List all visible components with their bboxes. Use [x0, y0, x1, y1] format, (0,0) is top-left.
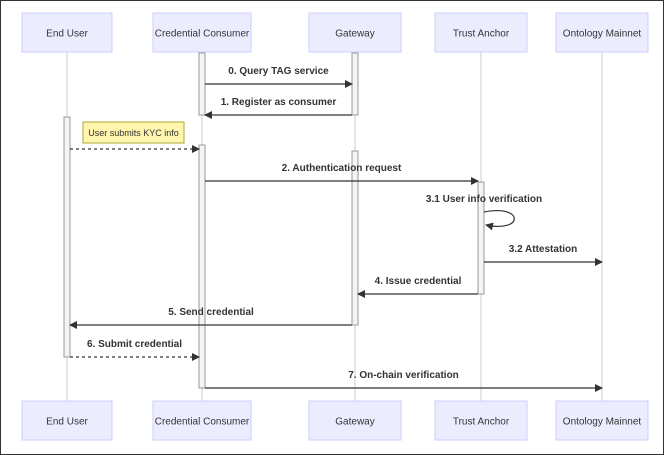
actors-top: End User Credential Consumer Gateway Trust … — [21, 12, 649, 53]
actor-box — [434, 12, 528, 53]
activation-bar-trust_anchor — [477, 181, 485, 295]
activation-bar-gateway — [351, 150, 359, 326]
actor-label: End User — [46, 29, 88, 40]
actor-trust_anchor-bottom: Trust Anchor — [434, 400, 528, 441]
actor-box — [152, 12, 252, 53]
message-label: 7. On-chain verification — [348, 370, 459, 381]
actor-label: Trust Anchor — [453, 417, 510, 428]
actor-end_user-top: End User — [21, 12, 113, 53]
activations — [63, 52, 485, 389]
message-label: 0. Query TAG service — [228, 66, 329, 77]
message-label: 5. Send credential — [168, 307, 254, 318]
actor-label: Credential Consumer — [155, 29, 250, 40]
activation-bar-consumer — [198, 144, 206, 389]
note-text: User submits KYC info — [88, 128, 179, 138]
message-7: 5. Send credential — [69, 307, 352, 329]
actor-box — [21, 12, 113, 53]
actor-box — [434, 400, 528, 441]
actor-mainnet-bottom: Ontology Mainnet — [555, 400, 649, 441]
actor-consumer-bottom: Credential Consumer — [152, 400, 252, 441]
message-label: 1. Register as consumer — [221, 97, 337, 108]
actor-label: Trust Anchor — [453, 29, 510, 40]
messages: 0. Query TAG service 1. Register as consu… — [69, 66, 603, 392]
actor-box — [308, 400, 402, 441]
message-8: 6. Submit credential — [70, 339, 200, 361]
message-4: 3.1 User info verification — [426, 194, 542, 231]
message-3: 2. Authentication request — [205, 163, 479, 185]
message-label: 4. Issue credential — [375, 276, 462, 287]
actor-consumer-top: Credential Consumer — [152, 12, 252, 53]
actor-trust_anchor-top: Trust Anchor — [434, 12, 528, 53]
message-label: 3.2 Attestation — [509, 244, 578, 255]
actor-box — [555, 12, 649, 53]
activation-bar-end_user — [63, 116, 71, 358]
actor-label: Gateway — [335, 417, 374, 428]
message-label: 6. Submit credential — [87, 339, 182, 350]
note-layer: User submits KYC info — [82, 121, 185, 144]
actor-box — [21, 400, 113, 441]
actor-label: Gateway — [335, 29, 374, 40]
actor-label: Ontology Mainnet — [563, 29, 642, 40]
activation-bar-gateway — [351, 52, 359, 116]
actor-gateway-bottom: Gateway — [308, 400, 402, 441]
actor-box — [308, 12, 402, 53]
message-9: 7. On-chain verification — [205, 370, 603, 392]
activation-bar-consumer — [198, 52, 206, 116]
actor-mainnet-top: Ontology Mainnet — [555, 12, 649, 53]
actor-label: Ontology Mainnet — [563, 417, 642, 428]
kyc-note: User submits KYC info — [82, 121, 185, 144]
message-1: 1. Register as consumer — [204, 97, 352, 119]
note-box — [82, 121, 185, 144]
message-5: 3.2 Attestation — [484, 244, 603, 266]
message-label: 2. Authentication request — [282, 163, 402, 174]
actor-label: End User — [46, 417, 88, 428]
actor-gateway-top: Gateway — [308, 12, 402, 53]
actor-label: Credential Consumer — [155, 417, 250, 428]
message-0: 0. Query TAG service — [205, 66, 353, 88]
actor-box — [152, 400, 252, 441]
actors-bottom: End User Credential Consumer Gateway Trust … — [21, 400, 649, 441]
actor-end_user-bottom: End User — [21, 400, 113, 441]
actor-box — [555, 400, 649, 441]
message-6: 4. Issue credential — [357, 276, 478, 298]
self-loop-arrow — [483, 210, 515, 231]
message-label: 3.1 User info verification — [426, 194, 542, 205]
